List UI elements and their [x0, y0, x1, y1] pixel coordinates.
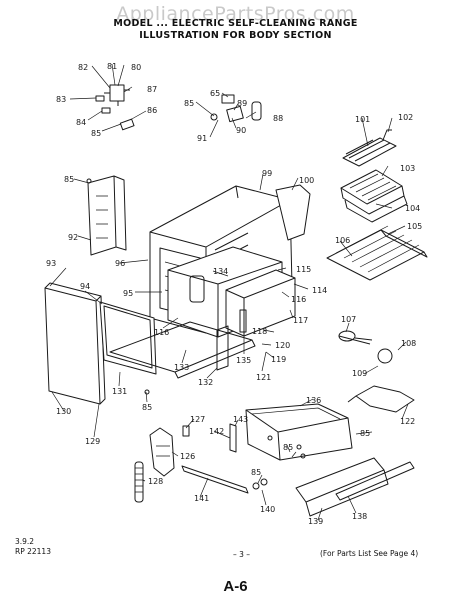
callout-103: 103: [400, 164, 415, 173]
callout-131: 131: [112, 387, 127, 396]
callout-122: 122: [400, 417, 415, 426]
callout-107: 107: [341, 315, 356, 324]
callout-101: 101: [355, 115, 370, 124]
callout-117: 117: [293, 316, 308, 325]
callout-84: 84: [76, 118, 86, 127]
callout-128: 128: [148, 477, 163, 486]
callout-85-b: 85: [184, 99, 194, 108]
callout-90: 90: [236, 126, 246, 135]
callout-106: 106: [335, 236, 350, 245]
callout-91: 91: [197, 134, 207, 143]
callout-135: 135: [236, 356, 251, 365]
bake-element-part: [342, 129, 397, 167]
callout-142: 142: [209, 427, 224, 436]
side-panel-bracket-part: [87, 175, 127, 256]
callout-94: 94: [80, 282, 90, 291]
callout-87: 87: [147, 85, 157, 94]
callout-138: 138: [352, 512, 367, 521]
callout-120: 120: [275, 341, 290, 350]
callout-80: 80: [131, 63, 141, 72]
callout-133: 133: [174, 363, 189, 372]
callout-85-g: 85: [251, 468, 261, 477]
parts-list-note: (For Parts List See Page 4): [320, 549, 419, 558]
callout-81: 81: [107, 62, 117, 71]
callout-136: 136: [306, 396, 321, 405]
code-line-1: 3.9.2: [15, 537, 35, 546]
callout-100: 100: [299, 176, 314, 185]
callout-65: 65: [210, 89, 220, 98]
callout-115: 115: [296, 265, 311, 274]
callout-116: 116: [291, 295, 306, 304]
callout-141: 141: [194, 494, 209, 503]
terminal-block-part: [210, 94, 262, 123]
drawer-handle-part: [335, 461, 415, 501]
callout-121: 121: [256, 373, 271, 382]
callout-92: 92: [68, 233, 78, 242]
callout-108: 108: [401, 339, 416, 348]
oven-insulation-part: [225, 269, 296, 337]
hinge-spring-part: [134, 461, 144, 503]
callout-140: 140: [260, 505, 275, 514]
door-panel-part: [99, 301, 157, 375]
leader-lines: [49, 63, 409, 521]
callout-139: 139: [308, 517, 323, 526]
callout-labels: 82 81 80 87 83 84 86 85 65 89 85 88 91 9…: [46, 62, 422, 526]
bottom-frame-part: [109, 321, 256, 379]
callout-119: 119: [271, 355, 286, 364]
oven-rack-part: [326, 225, 428, 281]
callout-129: 129: [85, 437, 100, 446]
oven-door-part: [44, 282, 106, 405]
storage-drawer-part: [245, 403, 353, 461]
code-line-2: RP 22113: [15, 547, 51, 556]
callout-89: 89: [237, 99, 247, 108]
diagram-title-section: ILLUSTRATION FOR BODY SECTION: [139, 30, 332, 41]
callout-104: 104: [405, 204, 420, 213]
page-marker: – 3 –: [233, 550, 251, 559]
watermark: AppliancePartsPros.com: [116, 3, 355, 25]
callout-132: 132: [198, 378, 213, 387]
callout-93: 93: [46, 259, 56, 268]
callout-88: 88: [273, 114, 283, 123]
callout-105: 105: [407, 222, 422, 231]
callout-118: 118: [252, 327, 267, 336]
page-label: A-6: [223, 578, 248, 595]
drawer-front-part: [295, 457, 389, 517]
callout-83: 83: [56, 95, 66, 104]
switch-bracket-part: [95, 84, 135, 131]
callout-134: 134: [213, 267, 228, 276]
callout-127: 127: [190, 415, 205, 424]
callout-85-e: 85: [360, 429, 370, 438]
broiler-pan-part: [340, 169, 408, 223]
callout-116-b: 116: [154, 328, 169, 337]
callout-114: 114: [312, 286, 327, 295]
drawer-slide-part: [181, 423, 268, 494]
callout-85-f: 85: [283, 443, 293, 452]
callout-99: 99: [262, 169, 272, 178]
callout-130: 130: [56, 407, 71, 416]
callout-85: 85: [91, 129, 101, 138]
callout-126: 126: [180, 452, 195, 461]
door-hinge-part: [149, 425, 190, 477]
broil-element-part: [347, 385, 415, 413]
callout-109: 109: [352, 369, 367, 378]
diagram-title-model: MODEL ... ELECTRIC SELF-CLEANING RANGE: [113, 18, 358, 29]
terminal-tube-part: [338, 330, 393, 364]
callout-102: 102: [398, 113, 413, 122]
callout-85-d: 85: [142, 403, 152, 412]
callout-143: 143: [233, 415, 248, 424]
callout-95: 95: [123, 289, 133, 298]
callout-85-c: 85: [64, 175, 74, 184]
screw-fasteners: [86, 178, 306, 459]
callout-86: 86: [147, 106, 157, 115]
callout-82: 82: [78, 63, 88, 72]
callout-96: 96: [115, 259, 125, 268]
